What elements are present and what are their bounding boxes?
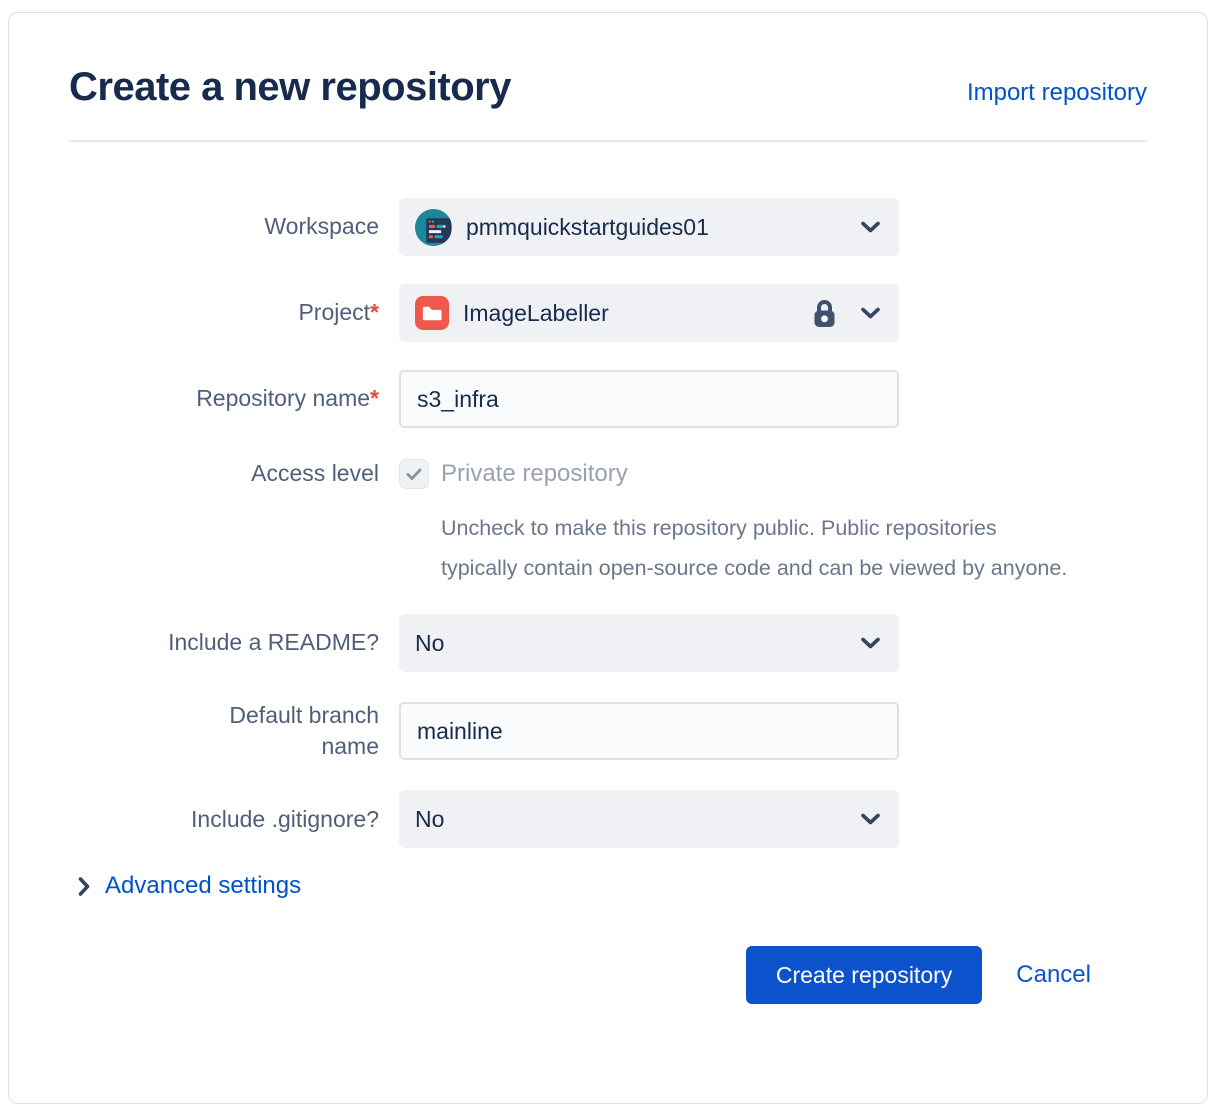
access-level-helper-text: Uncheck to make this repository public. …: [441, 516, 1068, 580]
project-value: ImageLabeller: [463, 299, 609, 326]
private-repository-label: Private repository: [441, 460, 628, 487]
advanced-settings-label: Advanced settings: [105, 872, 302, 900]
check-icon: [406, 468, 422, 481]
readme-label: Include a README?: [168, 629, 379, 656]
readme-select[interactable]: No: [399, 614, 899, 672]
create-repository-form: Workspace: [69, 198, 1147, 900]
workspace-label: Workspace: [264, 213, 379, 240]
create-repository-dialog: Create a new repository Import repositor…: [8, 12, 1208, 1104]
default-branch-row: Default branch name: [69, 700, 1147, 762]
access-level-label: Access level: [251, 460, 379, 486]
workspace-value: pmmquickstartguides01: [466, 213, 709, 240]
dialog-header: Create a new repository Import repositor…: [69, 65, 1147, 110]
gitignore-select[interactable]: No: [399, 790, 899, 849]
chevron-down-icon: [860, 812, 881, 827]
project-label: Project*: [298, 299, 379, 326]
access-level-row: Access level Private repository Uncheck …: [69, 456, 1147, 588]
readme-value: No: [415, 629, 445, 656]
lock-icon: [811, 298, 838, 329]
project-row: Project* ImageLabeller: [69, 284, 1147, 342]
repository-name-label: Repository name*: [196, 385, 379, 412]
default-branch-label: Default branch name: [229, 702, 379, 760]
page-title: Create a new repository: [69, 65, 512, 109]
chevron-down-icon: [860, 636, 881, 651]
default-branch-input[interactable]: [399, 702, 899, 761]
cancel-button[interactable]: Cancel: [1016, 961, 1091, 989]
chevron-right-icon: [77, 876, 91, 897]
repository-name-input[interactable]: [399, 370, 899, 428]
create-repository-button[interactable]: Create repository: [745, 946, 983, 1005]
gitignore-label: Include .gitignore?: [191, 805, 379, 832]
project-select[interactable]: ImageLabeller: [399, 284, 899, 342]
workspace-avatar-icon: [415, 208, 452, 246]
chevron-down-icon: [860, 220, 881, 235]
import-repository-link[interactable]: Import repository: [966, 79, 1147, 106]
workspace-select[interactable]: pmmquickstartguides01: [399, 198, 899, 256]
chevron-down-icon: [860, 306, 881, 321]
repository-name-row: Repository name*: [69, 370, 1147, 428]
readme-row: Include a README? No: [69, 614, 1147, 672]
dialog-footer: Create repository Cancel: [69, 946, 1147, 1005]
required-asterisk: *: [370, 385, 379, 412]
workspace-row: Workspace: [69, 198, 1147, 256]
advanced-settings-toggle[interactable]: Advanced settings: [77, 872, 1147, 900]
gitignore-row: Include .gitignore? No: [69, 790, 1147, 849]
header-divider: [69, 140, 1147, 142]
required-asterisk: *: [370, 299, 379, 326]
gitignore-value: No: [415, 805, 445, 832]
project-avatar-icon: [415, 296, 449, 330]
private-repository-checkbox[interactable]: [399, 459, 429, 489]
